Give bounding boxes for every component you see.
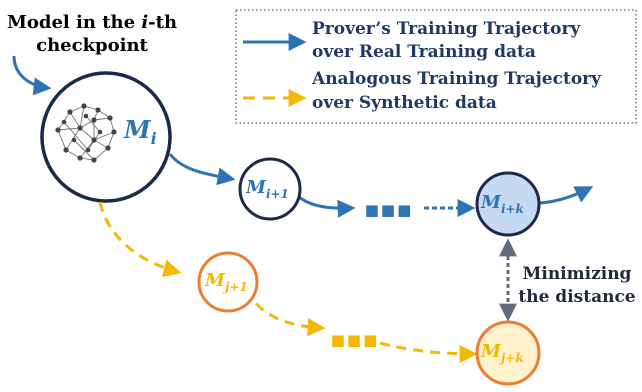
node-m-ik <box>475 171 541 237</box>
node-m-i-label: Mi <box>123 115 157 148</box>
node-m-i <box>40 71 172 203</box>
node-m-i1 <box>238 157 302 221</box>
arrow-mi-to-mi1 <box>168 153 236 186</box>
arrow-mi-to-mj1 <box>98 201 182 278</box>
arrow-ellipsis-to-mjk <box>379 341 478 363</box>
distance-line-1: Minimizing <box>523 264 632 284</box>
neural-network-icon <box>55 103 117 163</box>
arrow-mj1-to-ellipsis <box>244 289 326 337</box>
title-line-2: checkpoint <box>36 35 148 56</box>
legend-box <box>235 9 637 124</box>
legend-real-line-1: Prover’s Training Trajectory <box>312 19 581 39</box>
arrow-mik-out <box>539 186 594 205</box>
legend-real-line-2: over Real Training data <box>312 42 536 62</box>
legend-synthetic-line-1: Analogous Training Trajectory <box>311 69 602 89</box>
title-arrow <box>12 55 52 96</box>
node-m-j1 <box>197 251 259 313</box>
legend-synthetic-line-2: over Synthetic data <box>312 93 497 113</box>
distance-line-2: the distance <box>518 287 635 307</box>
node-m-jk <box>475 320 541 386</box>
ellipsis-real: ■■■ <box>365 201 414 219</box>
arrow-mi1-to-ellipsis <box>296 194 356 218</box>
title-line-1: Model in the i-th <box>7 12 177 33</box>
node-m-i1-label: Mi+1 <box>245 177 289 201</box>
ellipsis-synthetic: ■■■ <box>331 331 380 349</box>
node-m-ik-label: Mi+k <box>480 192 524 216</box>
node-m-jk-label: Mj+k <box>480 341 524 365</box>
node-m-j1-label: Mj+1 <box>204 270 248 294</box>
